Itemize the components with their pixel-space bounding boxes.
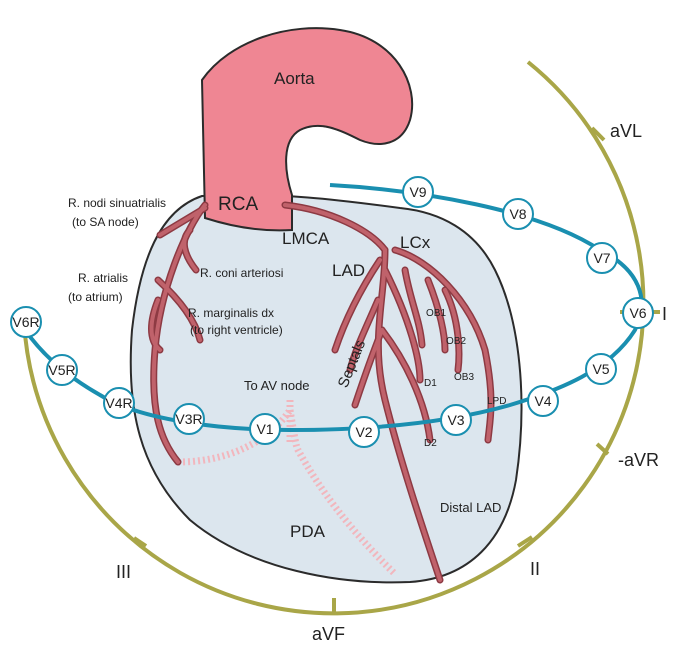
to-av-node-label: To AV node xyxy=(244,378,310,393)
lead-v6r-label: V6R xyxy=(12,314,39,330)
lead-v5-label: V5 xyxy=(592,361,609,377)
lead-v4r-label: V4R xyxy=(105,395,132,411)
sa-node-label-line2: (to SA node) xyxy=(72,215,139,229)
rca-label: RCA xyxy=(218,194,258,215)
coni-label: R. coni arteriosi xyxy=(200,266,283,280)
lead-v5r: V5R xyxy=(46,354,78,386)
atrialis-label-line1: R. atrialis xyxy=(78,271,128,285)
d1-label: D1 xyxy=(424,378,437,389)
lpd-label: LPD xyxy=(487,396,506,407)
lad-label: LAD xyxy=(332,261,365,280)
limb-label-avf: aVF xyxy=(312,624,345,644)
lead-v3-label: V3 xyxy=(447,412,464,428)
ob1-label: OB1 xyxy=(426,308,446,319)
ob2-label: OB2 xyxy=(446,336,466,347)
aorta xyxy=(200,27,414,232)
lmca-label: LMCA xyxy=(282,229,330,248)
lead-v8: V8 xyxy=(502,198,534,230)
pda-dotted-path xyxy=(177,400,398,577)
atrialis-label-line2: (to atrium) xyxy=(68,290,123,304)
lead-v6: V6 xyxy=(622,297,654,329)
lead-v4: V4 xyxy=(527,385,559,417)
lead-v1-label: V1 xyxy=(256,421,273,437)
lead-v2: V2 xyxy=(348,416,380,448)
distal-lad-label: Distal LAD xyxy=(440,500,501,515)
limb-label-ii: II xyxy=(530,559,540,579)
coronary-arteries xyxy=(148,201,495,584)
lead-v7: V7 xyxy=(586,242,618,274)
lead-v3r: V3R xyxy=(173,403,205,435)
lead-v6r: V6R xyxy=(10,306,42,338)
limb-label-i: I xyxy=(662,304,667,324)
lead-v3r-label: V3R xyxy=(175,411,202,427)
limb-label-iii: III xyxy=(116,562,131,582)
lead-v5: V5 xyxy=(585,353,617,385)
limb-label-minus-avr: -aVR xyxy=(618,450,659,470)
lead-v4r: V4R xyxy=(103,387,135,419)
aorta-label: Aorta xyxy=(274,69,315,88)
sa-node-label-line1: R. nodi sinuatrialis xyxy=(68,196,166,210)
lcx-label: LCx xyxy=(400,233,431,252)
lead-v6-label: V6 xyxy=(629,305,646,321)
lead-v5r-label: V5R xyxy=(48,362,75,378)
d2-label: D2 xyxy=(424,438,437,449)
lead-v7-label: V7 xyxy=(593,250,610,266)
pda-label: PDA xyxy=(290,522,326,541)
lead-v8-label: V8 xyxy=(509,206,526,222)
marginalis-label-line1: R. marginalis dx xyxy=(188,306,274,320)
lead-v1: V1 xyxy=(249,413,281,445)
ob3-label: OB3 xyxy=(454,372,474,383)
heart-outline xyxy=(129,193,523,584)
lead-v4-label: V4 xyxy=(534,393,551,409)
lead-v9: V9 xyxy=(402,176,434,208)
marginalis-label-line2: (to right ventricle) xyxy=(190,323,283,337)
lead-v9-label: V9 xyxy=(409,184,426,200)
limb-label-avl: aVL xyxy=(610,121,642,141)
limb-lead-circle xyxy=(22,60,646,616)
lead-v3: V3 xyxy=(440,404,472,436)
lead-v2-label: V2 xyxy=(355,424,372,440)
